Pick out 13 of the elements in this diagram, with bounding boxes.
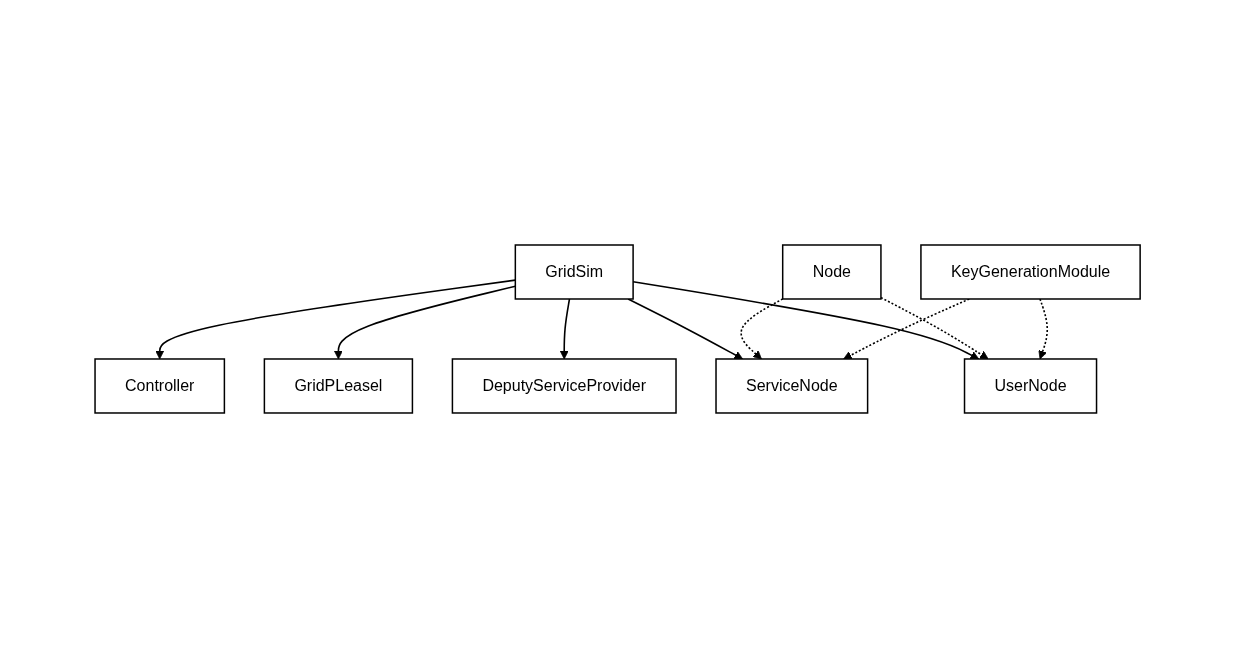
arrow	[1038, 298, 1049, 360]
arrow	[627, 298, 744, 360]
node-box: Controller	[94, 358, 226, 414]
node-box: DeputyServiceProvider	[452, 358, 678, 414]
arrow	[880, 296, 989, 360]
node-box: UserNode	[964, 358, 1098, 414]
node-box: Node	[782, 244, 883, 300]
node-box: GridSim	[515, 244, 635, 300]
arrow	[560, 298, 571, 360]
node-box: KeyGenerationModule	[920, 244, 1142, 300]
arrow	[740, 298, 784, 360]
node-box: GridPLeasel	[264, 358, 414, 414]
node-box: ServiceNode	[715, 358, 869, 414]
